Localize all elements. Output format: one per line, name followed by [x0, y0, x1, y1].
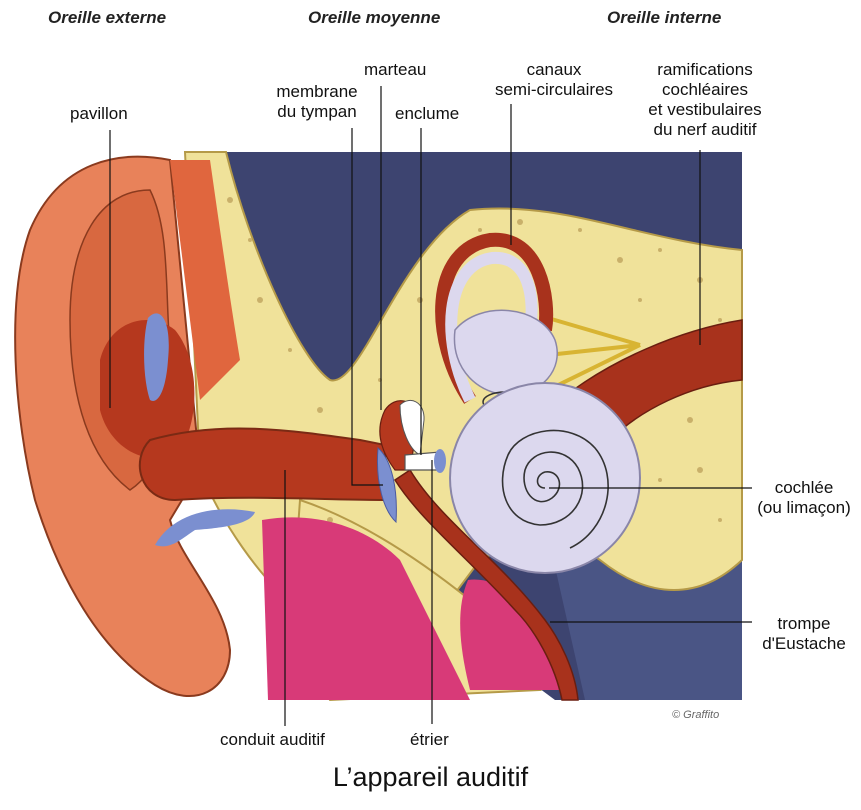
oval-window	[434, 449, 446, 473]
ear-canal	[140, 428, 385, 500]
label-membrane-tympan: membrane du tympan	[262, 82, 372, 122]
image-credit: © Graffito	[672, 709, 719, 721]
label-enclume: enclume	[395, 104, 459, 124]
label-pavillon: pavillon	[70, 104, 128, 124]
label-cochlee-line1: cochlée	[748, 478, 860, 498]
section-inner-ear: Oreille interne	[607, 8, 721, 28]
diagram-title: L’appareil auditif	[0, 762, 861, 793]
label-membrane-line2: du tympan	[262, 102, 372, 122]
cochlea	[450, 383, 640, 573]
label-cochlee: cochlée (ou limaçon)	[748, 478, 860, 518]
label-ramif-line3: et vestibulaires	[630, 100, 780, 120]
label-ramif-line4: du nerf auditif	[630, 120, 780, 140]
label-ramifications-nerf: ramifications cochléaires et vestibulair…	[630, 60, 780, 140]
label-trompe-eustache: trompe d'Eustache	[754, 614, 854, 654]
label-conduit-auditif: conduit auditif	[220, 730, 325, 750]
label-trompe-line1: trompe	[754, 614, 854, 634]
section-middle-ear: Oreille moyenne	[308, 8, 440, 28]
label-ramif-line2: cochléaires	[630, 80, 780, 100]
label-cochlee-line2: (ou limaçon)	[748, 498, 860, 518]
label-canaux-line2: semi-circulaires	[483, 80, 625, 100]
label-canaux-semi-circulaires: canaux semi-circulaires	[483, 60, 625, 100]
label-etrier: étrier	[410, 730, 449, 750]
section-outer-ear: Oreille externe	[48, 8, 166, 28]
label-ramif-line1: ramifications	[630, 60, 780, 80]
label-trompe-line2: d'Eustache	[754, 634, 854, 654]
label-marteau: marteau	[364, 60, 426, 80]
label-membrane-line1: membrane	[262, 82, 372, 102]
label-canaux-line1: canaux	[483, 60, 625, 80]
